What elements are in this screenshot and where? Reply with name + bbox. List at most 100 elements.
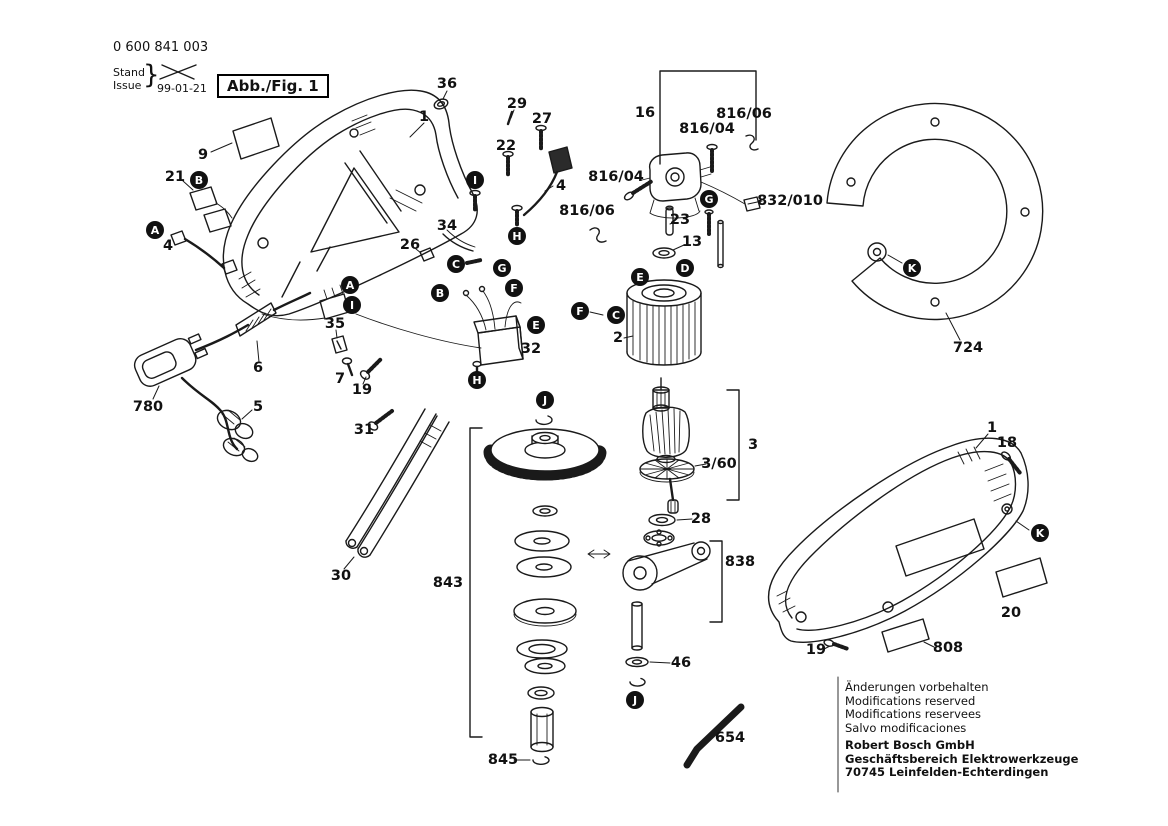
assembly-letter-badge-H: H <box>508 227 526 245</box>
part-callout-16: 16 <box>634 105 656 121</box>
footer-notices: Änderungen vorbehalten Modifications res… <box>845 680 989 735</box>
assembly-letter-badge-I: I <box>466 171 484 189</box>
part-18-screw <box>1001 451 1022 475</box>
support-arm-838 <box>622 541 711 591</box>
company-division: Geschäftsbereich Elektrowerkzeuge <box>845 751 1079 766</box>
part-callout-34: 34 <box>436 218 458 234</box>
assembly-letter-badge-J: J <box>536 391 554 409</box>
part-callout-4: 4 <box>162 238 174 254</box>
part-34-wire <box>442 229 476 252</box>
allen-key-654 <box>683 703 745 769</box>
assembly-letter-badge-K: K <box>1031 524 1049 542</box>
power-plug-780 <box>133 333 209 387</box>
part-23-pin <box>665 205 674 236</box>
part-callout-7: 7 <box>334 371 346 387</box>
part-callout-29: 29 <box>506 96 528 112</box>
cord-strain-relief-6 <box>194 291 312 352</box>
part-816-06-clip-right <box>745 134 759 151</box>
part-callout-23: 23 <box>669 212 691 228</box>
orientation-arrows <box>587 549 611 559</box>
part-callout-22: 22 <box>495 138 517 154</box>
part-19-screw-left <box>359 357 383 380</box>
field-stator-2 <box>626 279 702 366</box>
company-name: Robert Bosch GmbH <box>845 738 975 752</box>
document-number: 0 600 841 003 <box>113 40 209 55</box>
assembly-letter-badge-J: J <box>626 691 644 709</box>
assembly-letter-badge-E: E <box>631 268 649 286</box>
assembly-letter-badge-E: E <box>527 316 545 334</box>
part-callout-816-04: 816/04 <box>679 121 735 137</box>
notice-line: Modifications reservees <box>845 707 982 721</box>
part-7-screw <box>341 357 354 377</box>
snap-ring-845 <box>532 756 550 765</box>
part-832-pin <box>717 219 724 269</box>
bracket-838 <box>709 540 723 623</box>
assembly-letter-badge-I: I <box>343 296 361 314</box>
leader-lines <box>152 90 1030 761</box>
part-callout-31: 31 <box>353 422 375 438</box>
notice-line: Modifications reserved <box>845 693 976 708</box>
part-27-screw <box>535 124 547 151</box>
part-callout-18: 18 <box>996 435 1018 451</box>
assembly-letter-badge-G: G <box>700 190 718 208</box>
part-20-plate <box>995 557 1048 598</box>
stand-issue-labels: Stand Issue <box>113 66 145 92</box>
small-screw-near-c-badge <box>465 258 483 265</box>
stand-label: Stand <box>113 66 145 79</box>
switch-32 <box>355 285 524 366</box>
assembly-letter-badge-C: C <box>447 255 465 273</box>
armature-3 <box>639 377 695 514</box>
screw-under-i-badge <box>469 189 481 212</box>
part-callout-3-60: 3/60 <box>701 456 737 472</box>
part-callout-838: 838 <box>724 554 756 570</box>
part-46-washer <box>625 656 649 668</box>
screw-above-h-badge <box>511 204 523 227</box>
cable-clamp-5 <box>180 376 259 463</box>
part-callout-9: 9 <box>197 147 209 163</box>
part-callout-35: 35 <box>324 316 346 332</box>
notice-line: Salvo modificaciones <box>845 720 967 735</box>
part-9-plate <box>232 117 280 160</box>
part-4-cable-left <box>170 230 238 275</box>
bracket-3 <box>726 389 740 501</box>
assembly-letter-badge-K: K <box>903 259 921 277</box>
part-callout-843: 843 <box>432 575 464 591</box>
issue-label: Issue <box>113 79 142 92</box>
part-21-connector <box>189 186 233 233</box>
bracket-16 <box>659 70 757 165</box>
assembly-letter-badge-B: B <box>431 284 449 302</box>
part-callout-20: 20 <box>1000 605 1022 621</box>
part-callout-27: 27 <box>531 111 553 127</box>
part-29-pin <box>506 110 514 126</box>
part-callout-3: 3 <box>747 437 759 453</box>
part-callout-724: 724 <box>952 340 984 356</box>
part-callout-2: 2 <box>612 330 624 346</box>
part-callout-19: 19 <box>351 382 373 398</box>
company-address: 70745 Leinfelden-Echterdingen <box>845 765 1049 779</box>
part-callout-21: 21 <box>164 169 186 185</box>
notice-line: Änderungen vorbehalten <box>845 680 989 694</box>
assembly-letter-badge-B: B <box>190 171 208 189</box>
assembly-letter-badge-A: A <box>341 276 359 294</box>
assembly-letter-badge-F: F <box>505 279 523 297</box>
part-816-04-screw-right <box>706 143 718 174</box>
blade-guide-30 <box>345 408 450 558</box>
part-28-bearing <box>643 513 676 547</box>
brace-glyph: } <box>143 60 160 90</box>
part-callout-832-010: 832/010 <box>757 193 823 209</box>
part-callout-845: 845 <box>487 752 519 768</box>
part-callout-816-06: 816/06 <box>716 106 772 122</box>
part-callout-1: 1 <box>986 420 998 436</box>
pin-under-838 <box>631 601 643 651</box>
part-13-bearing <box>652 247 676 259</box>
part-callout-30: 30 <box>330 568 352 584</box>
part-26-clip <box>419 247 435 262</box>
part-31-screw <box>367 409 394 431</box>
assembly-letter-badge-A: A <box>146 221 164 239</box>
part-callout-808: 808 <box>932 640 964 656</box>
figure-label-box: Abb./Fig. 1 <box>217 74 329 98</box>
part-callout-816-04: 816/04 <box>588 169 644 185</box>
part-4-connector-right <box>522 146 573 217</box>
